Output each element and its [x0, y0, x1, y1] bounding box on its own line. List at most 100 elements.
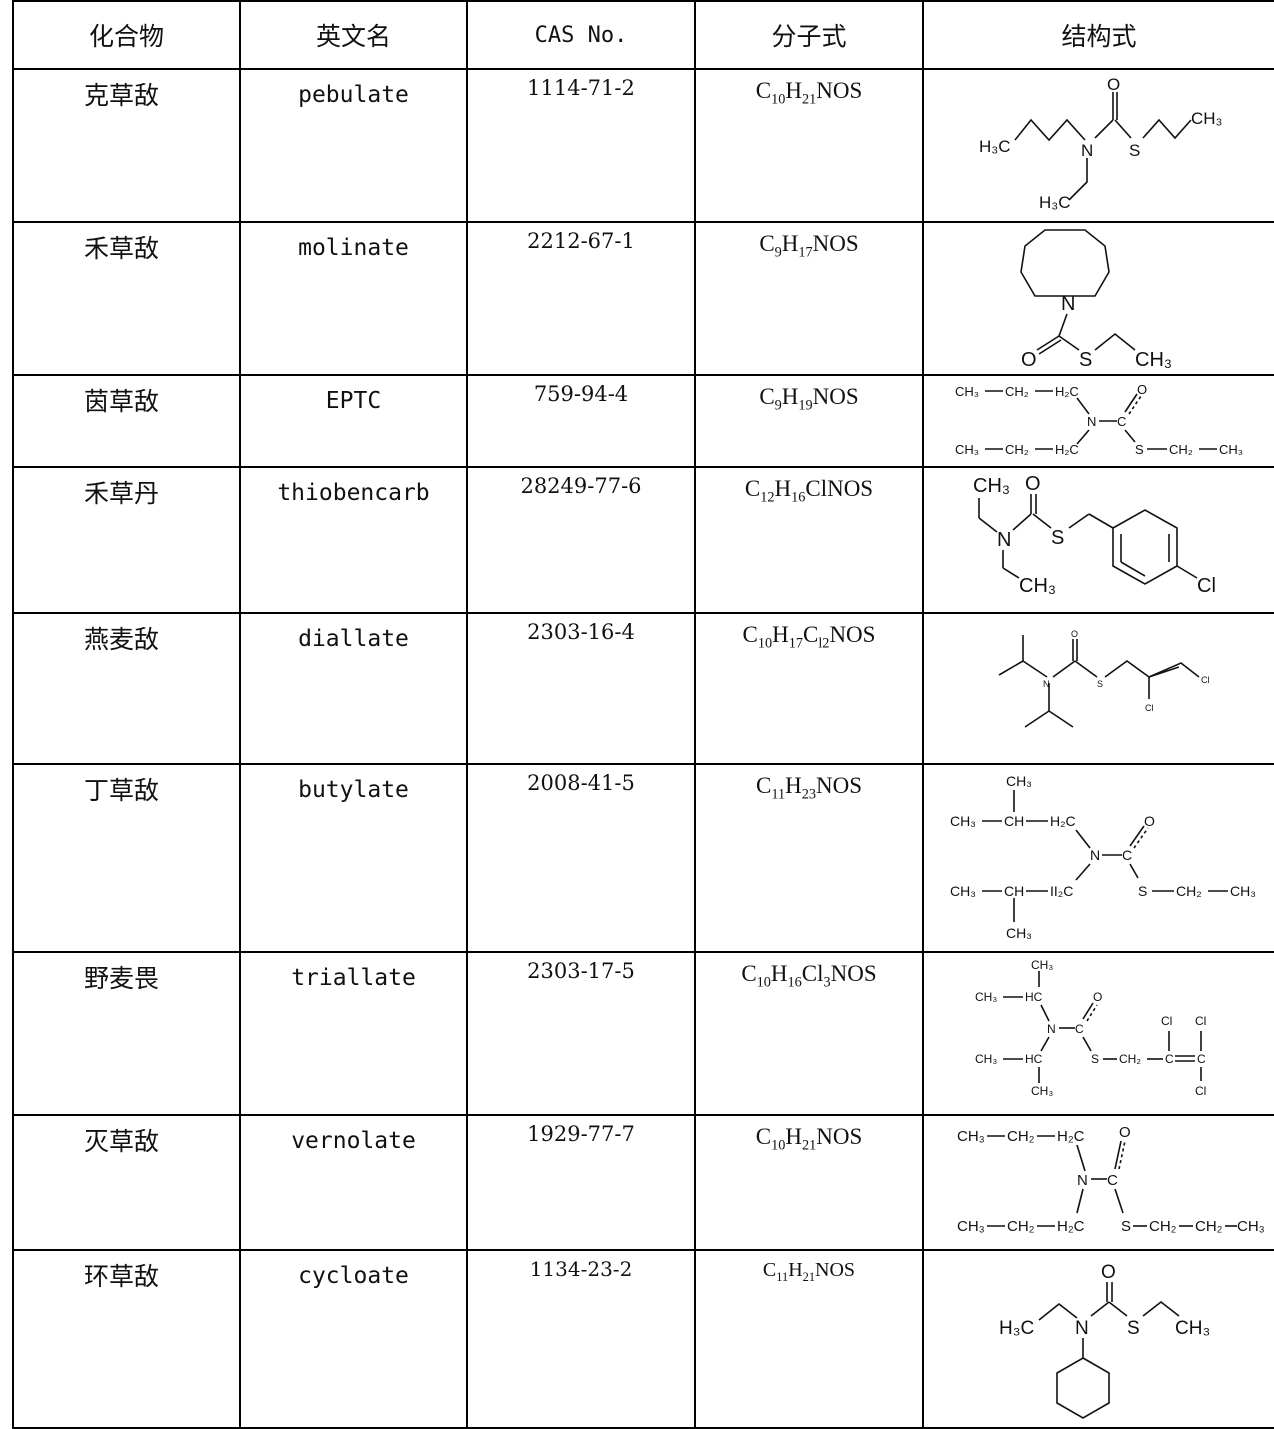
cas-number: 2303-17-5 — [466, 951, 696, 1116]
vernolate-structure-icon: CH₃ CH₂ H₂C N C O CH₃ CH₂ — [957, 1124, 1265, 1235]
english-name: vernolate — [239, 1114, 468, 1251]
english-name: diallate — [239, 612, 468, 765]
english-name: thiobencarb — [239, 466, 468, 614]
svg-text:O: O — [1093, 990, 1102, 1004]
svg-text:S: S — [1121, 1218, 1131, 1235]
cas-number: 2008-41-5 — [466, 763, 696, 953]
svg-text:Cl: Cl — [1201, 675, 1210, 685]
svg-text:CH: CH — [1004, 883, 1024, 899]
table-row: 禾草丹 thiobencarb 28249-77-6 C12H16ClNOS C… — [12, 466, 1274, 614]
svg-text:N: N — [997, 529, 1011, 551]
svg-text:CH₂: CH₂ — [1005, 384, 1029, 399]
svg-text:O: O — [1021, 349, 1037, 371]
svg-text:C: C — [1107, 1172, 1118, 1189]
svg-text:II₂C: II₂C — [1050, 883, 1073, 899]
svg-text:N: N — [1043, 679, 1050, 689]
svg-text:O: O — [1101, 1262, 1116, 1283]
svg-text:O: O — [1137, 382, 1147, 397]
svg-text:S: S — [1079, 349, 1092, 371]
svg-text:H₂C: H₂C — [1057, 1218, 1085, 1235]
svg-text:CH₃: CH₃ — [950, 883, 976, 899]
compound-name: 灭草敌 — [12, 1114, 241, 1251]
cas-number: 28249-77-6 — [466, 466, 696, 614]
cas-number: 759-94-4 — [466, 374, 696, 468]
svg-text:O: O — [1119, 1124, 1131, 1141]
svg-text:CH₃: CH₃ — [1006, 925, 1032, 941]
svg-text:S: S — [1091, 1052, 1099, 1066]
cas-number: 1114-71-2 — [466, 68, 696, 223]
molecular-formula: C11H21NOS — [694, 1249, 924, 1429]
svg-text:H₂C: H₂C — [1057, 1128, 1085, 1145]
english-name: pebulate — [239, 68, 468, 223]
svg-text:S: S — [1051, 527, 1064, 549]
svg-text:S: S — [1138, 883, 1147, 899]
svg-text:S: S — [1129, 141, 1140, 160]
svg-text:Cl: Cl — [1145, 703, 1154, 713]
compound-name: 燕麦敌 — [12, 612, 241, 765]
header-cas-no: CAS No. — [466, 0, 696, 70]
header-compound: 化合物 — [12, 0, 241, 70]
svg-text:C: C — [1075, 1022, 1084, 1036]
cas-number: 1134-23-2 — [466, 1249, 696, 1429]
table-row: 野麦畏 triallate 2303-17-5 C10H16Cl3NOS CH₃… — [12, 951, 1274, 1116]
svg-text:CH₃: CH₃ — [950, 813, 976, 829]
table-row: 克草敌 pebulate 1114-71-2 C10H21NOS H₃C N O… — [12, 68, 1274, 223]
svg-text:CH₃: CH₃ — [1175, 1318, 1210, 1339]
svg-text:CH₃: CH₃ — [1006, 773, 1032, 789]
table-row: 丁草敌 butylate 2008-41-5 C11H23NOS CH₃ CH₃… — [12, 763, 1274, 953]
svg-text:H₃C: H₃C — [979, 137, 1010, 156]
molecular-formula: C10H17Cl2NOS — [694, 612, 924, 765]
svg-text:Cl: Cl — [1161, 1014, 1172, 1028]
compound-name: 禾草丹 — [12, 466, 241, 614]
svg-text:Cl: Cl — [1195, 1014, 1206, 1028]
svg-text:HC: HC — [1025, 990, 1043, 1004]
svg-text:CH₃: CH₃ — [1135, 349, 1172, 371]
svg-text:N: N — [1081, 141, 1093, 160]
svg-text:O: O — [1025, 473, 1041, 495]
svg-text:CH₃: CH₃ — [1237, 1218, 1265, 1235]
svg-text:H₃C: H₃C — [1039, 193, 1070, 212]
pebulate-structure-icon: H₃C N O S CH₃ H₃C — [979, 76, 1222, 212]
svg-text:CH: CH — [1004, 813, 1024, 829]
table-header-row: 化合物 英文名 CAS No. 分子式 结构式 — [12, 0, 1274, 70]
cas-number: 1929-77-7 — [466, 1114, 696, 1251]
diallate-structure-icon: N O S Cl Cl — [998, 629, 1210, 728]
molecular-formula: C10H16Cl3NOS — [694, 951, 924, 1116]
svg-text:CH₃: CH₃ — [1219, 442, 1243, 457]
compound-name: 克草敌 — [12, 68, 241, 223]
svg-text:CH₂: CH₂ — [1176, 883, 1202, 899]
svg-text:CH₃: CH₃ — [975, 1052, 997, 1066]
svg-text:N: N — [1061, 293, 1075, 315]
svg-text:CH₃: CH₃ — [957, 1218, 985, 1235]
compound-name: 茵草敌 — [12, 374, 241, 468]
svg-text:Cl: Cl — [1195, 1084, 1206, 1098]
compound-name: 禾草敌 — [12, 221, 241, 376]
table-row: 禾草敌 molinate 2212-67-1 C9H17NOS N O S CH… — [12, 221, 1274, 376]
cas-number: 2212-67-1 — [466, 221, 696, 376]
svg-text:N: N — [1090, 847, 1100, 863]
header-structural-formula: 结构式 — [922, 0, 1274, 70]
svg-text:CH₂: CH₂ — [1007, 1128, 1035, 1145]
svg-text:CH₃: CH₃ — [973, 475, 1010, 497]
molecular-formula: C9H17NOS — [694, 221, 924, 376]
table-row: 茵草敌 EPTC 759-94-4 C9H19NOS CH₃ CH₂ H₂C N… — [12, 374, 1274, 468]
svg-text:C: C — [1197, 1052, 1206, 1066]
svg-text:CH₃: CH₃ — [1031, 1084, 1053, 1098]
svg-text:CH₃: CH₃ — [955, 384, 979, 399]
svg-text:H₂C: H₂C — [1055, 442, 1079, 457]
svg-text:O: O — [1144, 813, 1155, 829]
svg-text:O: O — [1071, 629, 1078, 639]
molecular-formula: C11H23NOS — [694, 763, 924, 953]
header-molecular-formula: 分子式 — [694, 0, 924, 70]
svg-text:C: C — [1165, 1052, 1174, 1066]
svg-text:CH₃: CH₃ — [1031, 958, 1053, 972]
table-row: 灭草敌 vernolate 1929-77-7 C10H21NOS CH₃ CH… — [12, 1114, 1274, 1251]
svg-text:CH₃: CH₃ — [1191, 109, 1222, 128]
svg-text:Cl: Cl — [1197, 575, 1216, 597]
eptc-structure-icon: CH₃ CH₂ H₂C N C O CH₃ CH₂ — [955, 382, 1243, 457]
svg-text:S: S — [1135, 442, 1144, 457]
svg-text:H₂C: H₂C — [1050, 813, 1076, 829]
english-name: cycloate — [239, 1249, 468, 1429]
molecular-formula: C10H21NOS — [694, 68, 924, 223]
